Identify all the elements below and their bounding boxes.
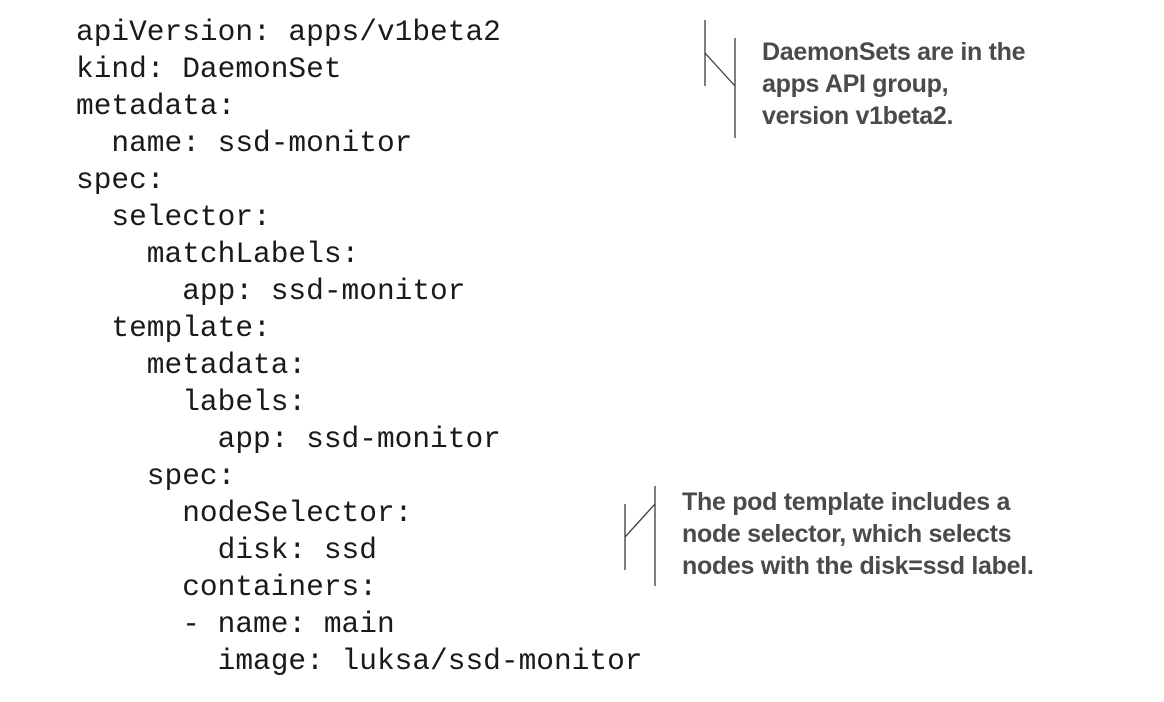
code-line-containers: containers: [76, 570, 377, 604]
code-line-image: image: luksa/ssd-monitor [76, 644, 643, 678]
annotation-api-group-line: version v1beta2. [762, 102, 954, 130]
callout-bracket-node-selector [624, 486, 656, 586]
annotation-node-selector-line: node selector, which selects [682, 520, 1012, 548]
annotation-node-selector-line: The pod template includes a [682, 488, 1011, 516]
code-line-name: name: ssd-monitor [76, 126, 413, 160]
annotation-api-group: DaemonSets are in the apps API group, ve… [762, 36, 1026, 132]
callout-bracket-api-group [704, 20, 736, 138]
code-line-api-version: apiVersion: apps/v1beta2 [76, 15, 501, 49]
code-line-template-metadata: metadata: [76, 348, 307, 382]
code-line-label-app: app: ssd-monitor [76, 422, 501, 456]
annotation-node-selector-line: nodes with the disk=ssd label. [682, 552, 1034, 580]
code-line-match-labels: matchLabels: [76, 237, 360, 271]
annotation-api-group-line: DaemonSets are in the [762, 38, 1026, 66]
code-line-container-name: - name: main [76, 607, 395, 641]
code-line-spec: spec: [76, 163, 165, 197]
code-line-selector-app: app: ssd-monitor [76, 274, 466, 308]
code-line-labels: labels: [76, 385, 307, 419]
code-line-kind: kind: DaemonSet [76, 52, 342, 86]
code-line-pod-spec: spec: [76, 459, 236, 493]
code-line-metadata: metadata: [76, 89, 236, 123]
code-line-selector: selector: [76, 200, 271, 234]
annotation-api-group-line: apps API group, [762, 70, 949, 98]
annotation-node-selector: The pod template includes a node selecto… [682, 486, 1034, 582]
code-line-template: template: [76, 311, 271, 345]
code-line-disk: disk: ssd [76, 533, 377, 567]
code-line-node-selector: nodeSelector: [76, 496, 413, 530]
